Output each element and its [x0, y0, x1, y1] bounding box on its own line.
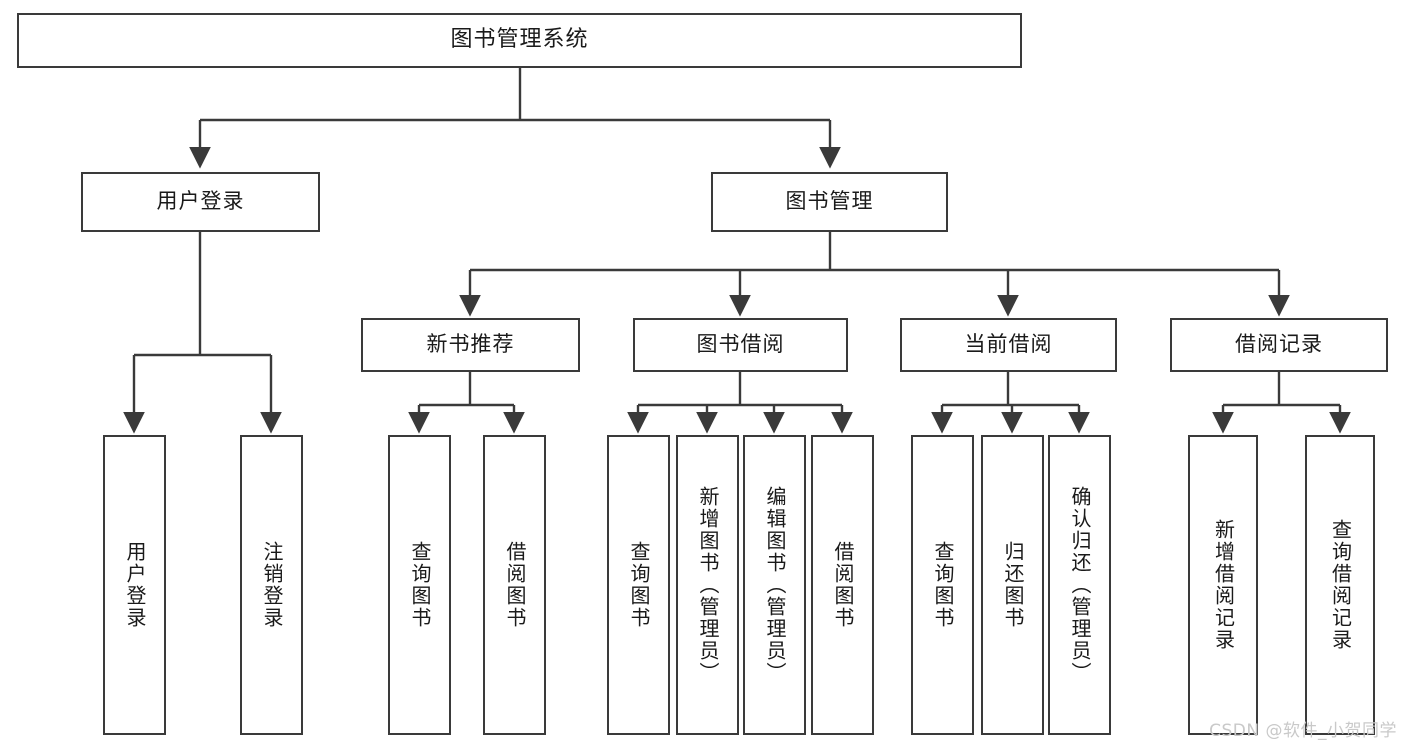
- leaf-label: 确认归还（管理员）: [1068, 486, 1092, 684]
- node-level3-1[interactable]: 图书借阅: [633, 318, 848, 372]
- leaf-label: 注销登录: [260, 541, 284, 629]
- leaf-label: 编辑图书（管理员）: [763, 486, 787, 684]
- node-level3-2[interactable]: 当前借阅: [900, 318, 1117, 372]
- node-leaf-8[interactable]: 查询图书: [911, 435, 974, 735]
- node-leaf-7[interactable]: 借阅图书: [811, 435, 874, 735]
- leaf-label: 借阅图书: [503, 541, 527, 629]
- leaf-label: 新增图书（管理员）: [696, 486, 720, 684]
- csdn-watermark: CSDN @软件_小贺同学: [1209, 721, 1397, 741]
- leaf-label: 用户登录: [123, 541, 147, 629]
- leaf-label: 查询图书: [627, 541, 651, 629]
- node-level2-0[interactable]: 用户登录: [81, 172, 320, 232]
- leaf-label: 借阅图书: [831, 541, 855, 629]
- leaf-label: 查询图书: [931, 541, 955, 629]
- leaf-label: 归还图书: [1001, 541, 1025, 629]
- node-leaf-0[interactable]: 用户登录: [103, 435, 166, 735]
- node-leaf-9[interactable]: 归还图书: [981, 435, 1044, 735]
- node-level2-1[interactable]: 图书管理: [711, 172, 948, 232]
- node-leaf-2[interactable]: 查询图书: [388, 435, 451, 735]
- node-leaf-3[interactable]: 借阅图书: [483, 435, 546, 735]
- node-level3-3[interactable]: 借阅记录: [1170, 318, 1388, 372]
- node-leaf-11[interactable]: 新增借阅记录: [1188, 435, 1258, 735]
- node-leaf-6[interactable]: 编辑图书（管理员）: [743, 435, 806, 735]
- leaf-label: 新增借阅记录: [1211, 519, 1236, 651]
- node-leaf-5[interactable]: 新增图书（管理员）: [676, 435, 739, 735]
- leaf-label: 查询图书: [408, 541, 432, 629]
- leaf-label: 查询借阅记录: [1328, 519, 1353, 651]
- node-leaf-10[interactable]: 确认归还（管理员）: [1048, 435, 1111, 735]
- node-leaf-1[interactable]: 注销登录: [240, 435, 303, 735]
- node-level3-0[interactable]: 新书推荐: [361, 318, 580, 372]
- node-leaf-4[interactable]: 查询图书: [607, 435, 670, 735]
- node-root[interactable]: 图书管理系统: [17, 13, 1022, 68]
- node-leaf-12[interactable]: 查询借阅记录: [1305, 435, 1375, 735]
